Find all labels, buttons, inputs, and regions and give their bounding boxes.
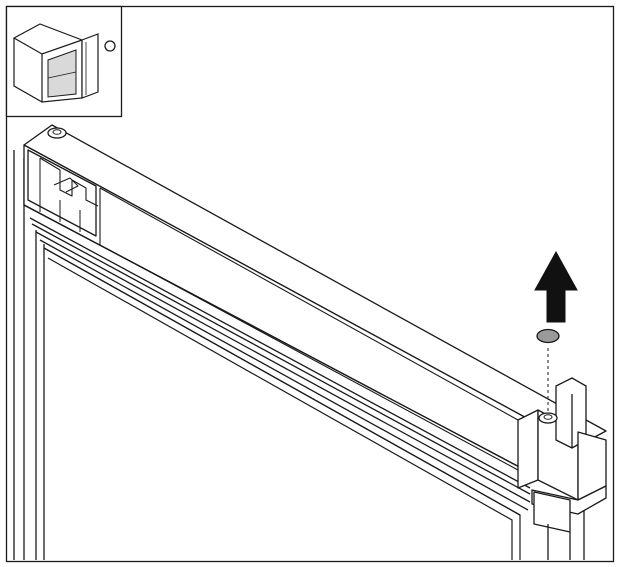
- hinge-cover-cap: [536, 328, 560, 344]
- right-end-housing: [517, 377, 607, 560]
- appliance-location-inset: [5, 5, 123, 118]
- top-bar-lower-rails: [23, 204, 579, 516]
- door-top-frame: [13, 124, 607, 560]
- remove-up-arrow: [534, 250, 578, 323]
- door-left-rail: [13, 150, 45, 560]
- door-glass-frame: [43, 247, 521, 560]
- inset-highlight-circle: [104, 40, 116, 52]
- inset-open-door: [81, 33, 99, 99]
- top-bar-front-face: [23, 144, 579, 499]
- inset-cabinet-interior: [47, 49, 77, 98]
- top-bar-strip: [99, 187, 519, 471]
- left-end-block: [27, 149, 99, 237]
- figure-border: [5, 5, 615, 563]
